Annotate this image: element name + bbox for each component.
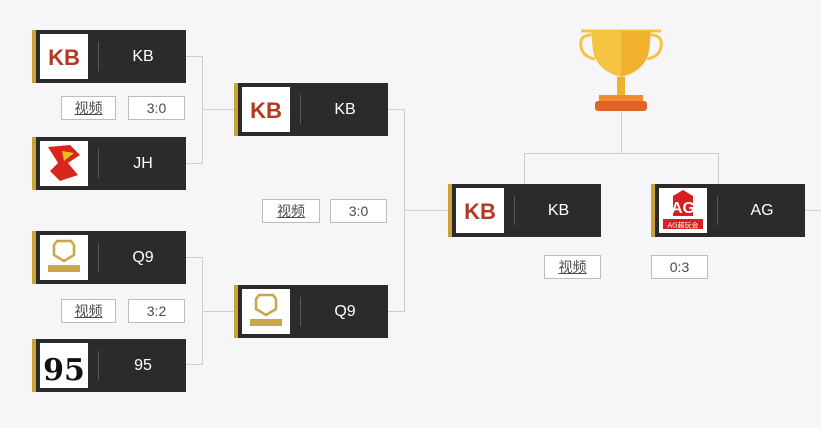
q9-logo — [40, 235, 88, 280]
connector-line — [202, 56, 203, 164]
connector-line — [186, 257, 202, 258]
team-card-q9[interactable]: Q9 — [32, 231, 186, 284]
connector-line — [718, 153, 719, 184]
video-link[interactable]: 视频 — [61, 299, 116, 323]
connector-line — [388, 109, 404, 110]
divider — [300, 95, 301, 124]
team-card-kb[interactable]: KB KB — [32, 30, 186, 83]
jh-logo — [40, 141, 88, 186]
divider — [300, 297, 301, 326]
svg-text:AG超玩会: AG超玩会 — [667, 221, 698, 230]
kb-logo: KB — [456, 188, 504, 233]
team-name: JH — [133, 155, 153, 172]
kb-logo: KB — [40, 34, 88, 79]
connector-line — [621, 112, 622, 154]
q9-logo — [242, 289, 290, 334]
team-name: Q9 — [132, 249, 154, 266]
connector-line — [202, 311, 234, 312]
connector-line — [524, 153, 719, 154]
connector-line — [186, 364, 202, 365]
divider — [514, 196, 515, 225]
trophy-icon — [577, 27, 665, 113]
connector-line — [524, 153, 525, 184]
video-link[interactable]: 视频 — [544, 255, 601, 279]
match-score: 3:2 — [128, 299, 185, 323]
divider — [98, 351, 99, 380]
95-logo: 95 — [40, 343, 88, 388]
team-card-kb-final[interactable]: KB KB — [448, 184, 601, 237]
match-score: 3:0 — [128, 96, 185, 120]
svg-text:KB: KB — [250, 98, 282, 123]
video-link[interactable]: 视频 — [61, 96, 116, 120]
match-score: 3:0 — [330, 199, 387, 223]
svg-text:AG: AG — [671, 200, 695, 217]
svg-text:95: 95 — [43, 353, 85, 388]
team-card-kb-semifinal[interactable]: KB KB — [234, 83, 388, 136]
divider — [98, 42, 99, 71]
connector-line — [202, 109, 234, 110]
connector-line — [186, 163, 202, 164]
team-card-jh[interactable]: JH — [32, 137, 186, 190]
video-link[interactable]: 视频 — [262, 199, 320, 223]
ag-logo: AG AG超玩会 — [659, 188, 707, 233]
team-name: KB — [334, 101, 356, 118]
team-name: KB — [547, 202, 570, 219]
svg-text:KB: KB — [48, 45, 80, 70]
team-name: KB — [132, 48, 154, 65]
divider — [717, 196, 718, 225]
connector-line — [805, 210, 821, 211]
svg-text:KB: KB — [464, 199, 496, 224]
team-card-q9-semifinal[interactable]: Q9 — [234, 285, 388, 338]
connector-line — [388, 311, 404, 312]
match-score: 0:3 — [651, 255, 708, 279]
team-card-95[interactable]: 95 95 — [32, 339, 186, 392]
divider — [98, 243, 99, 272]
divider — [98, 149, 99, 178]
team-name: AG — [750, 202, 774, 219]
team-name: Q9 — [334, 303, 356, 320]
kb-logo: KB — [242, 87, 290, 132]
connector-line — [404, 210, 448, 211]
team-name: 95 — [134, 357, 152, 374]
connector-line — [186, 56, 202, 57]
team-card-ag-final[interactable]: AG AG超玩会 AG — [651, 184, 805, 237]
